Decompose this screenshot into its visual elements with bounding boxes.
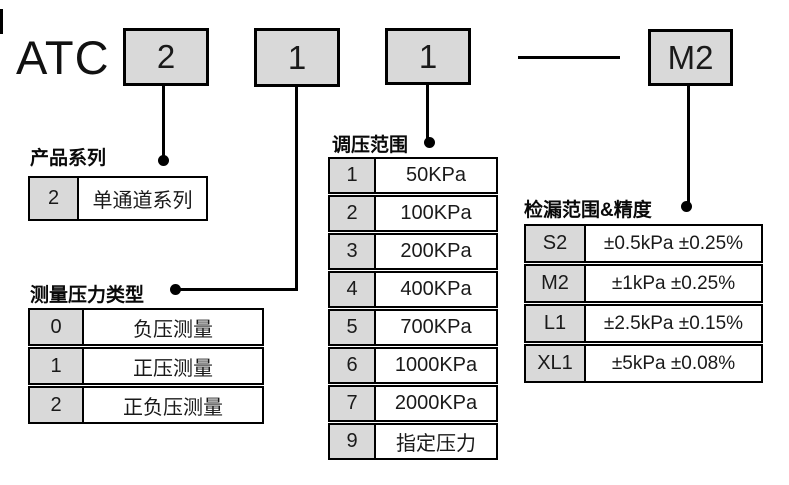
desc-cell: 700KPa <box>376 311 496 344</box>
table-row: 1 正压测量 <box>28 347 264 385</box>
code-cell: L1 <box>526 306 586 341</box>
connector-dot-leak-accuracy <box>681 201 692 212</box>
connector-line-pressure-type-v <box>295 87 298 291</box>
code-cell: 2 <box>30 388 84 422</box>
table-row: 9 指定压力 <box>328 423 498 460</box>
table-row: 2 100KPa <box>328 195 498 232</box>
table-row: 2 单通道系列 <box>28 176 208 221</box>
code-cell: 5 <box>330 311 376 344</box>
table-row: 1 50KPa <box>328 157 498 194</box>
table-row: L1 ±2.5kPa ±0.15% <box>524 304 763 343</box>
table-row: 6 1000KPa <box>328 347 498 384</box>
code-box-series: 2 <box>123 28 209 86</box>
table-row: 7 2000KPa <box>328 385 498 422</box>
table-product-series: 2 单通道系列 <box>28 176 208 221</box>
table-row: M2 ±1kPa ±0.25% <box>524 264 763 303</box>
connector-line-leak-accuracy <box>687 86 690 204</box>
table-row: 2 正负压测量 <box>28 386 264 424</box>
code-cell: XL1 <box>526 346 586 381</box>
desc-cell: 50KPa <box>376 159 496 192</box>
desc-cell: 200KPa <box>376 235 496 268</box>
code-cell: S2 <box>526 226 586 261</box>
desc-cell: ±2.5kPa ±0.15% <box>586 306 761 341</box>
code-cell: 6 <box>330 349 376 382</box>
section-label-pressure-type: 测量压力类型 <box>30 285 145 306</box>
desc-cell: 2000KPa <box>376 387 496 420</box>
code-cell: 0 <box>30 310 84 344</box>
code-box-leak-accuracy: M2 <box>648 29 733 86</box>
desc-cell: 1000KPa <box>376 349 496 382</box>
code-cell: M2 <box>526 266 586 301</box>
table-row: XL1 ±5kPa ±0.08% <box>524 344 763 383</box>
section-label-product-series: 产品系列 <box>30 148 107 169</box>
table-row: 4 400KPa <box>328 271 498 308</box>
left-edge-line <box>0 9 3 34</box>
code-cell: 4 <box>330 273 376 306</box>
connector-dot-regulation-range <box>424 137 435 148</box>
code-cell: 3 <box>330 235 376 268</box>
desc-cell: 负压测量 <box>84 310 262 344</box>
desc-cell: ±5kPa ±0.08% <box>586 346 761 381</box>
table-leak-accuracy: S2 ±0.5kPa ±0.25% M2 ±1kPa ±0.25% L1 ±2.… <box>524 224 763 383</box>
table-row: S2 ±0.5kPa ±0.25% <box>524 224 763 263</box>
desc-cell: 正压测量 <box>84 349 262 383</box>
table-pressure-type: 0 负压测量 1 正压测量 2 正负压测量 <box>28 308 264 424</box>
desc-cell: 100KPa <box>376 197 496 230</box>
model-separator-dash <box>518 56 620 59</box>
code-cell: 7 <box>330 387 376 420</box>
code-cell: 1 <box>330 159 376 192</box>
model-prefix: ATC <box>16 31 110 84</box>
code-box-regulation-range: 1 <box>385 28 471 85</box>
table-row: 0 负压测量 <box>28 308 264 346</box>
desc-cell: ±0.5kPa ±0.25% <box>586 226 761 261</box>
code-cell: 1 <box>30 349 84 383</box>
table-row: 3 200KPa <box>328 233 498 270</box>
code-cell: 2 <box>330 197 376 230</box>
section-label-leak-accuracy: 检漏范围&精度 <box>524 200 652 221</box>
desc-cell: ±1kPa ±0.25% <box>586 266 761 301</box>
connector-dot-series <box>158 155 169 166</box>
table-regulation-range: 1 50KPa 2 100KPa 3 200KPa 4 400KPa 5 700… <box>328 157 498 460</box>
desc-cell: 指定压力 <box>376 425 496 458</box>
connector-dot-pressure-type <box>170 284 181 295</box>
code-box-pressure-type: 1 <box>254 28 340 87</box>
connector-line-pressure-type-h <box>177 288 298 291</box>
desc-cell: 400KPa <box>376 273 496 306</box>
section-label-regulation-range: 调压范围 <box>332 135 409 156</box>
table-row: 5 700KPa <box>328 309 498 346</box>
code-cell: 2 <box>30 178 79 219</box>
connector-line-regulation-range <box>426 85 429 139</box>
desc-cell: 正负压测量 <box>84 388 262 422</box>
code-cell: 9 <box>330 425 376 458</box>
connector-line-series <box>162 86 165 158</box>
desc-cell: 单通道系列 <box>79 178 206 219</box>
